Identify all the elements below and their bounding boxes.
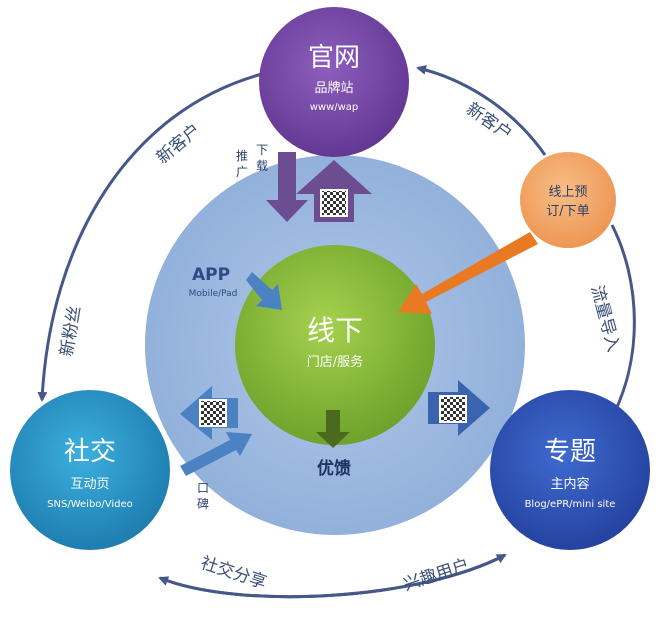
coupon-arrow xyxy=(316,410,350,448)
social-detail: SNS/Weibo/Video xyxy=(47,499,133,510)
app-subtitle: Mobile/Pad xyxy=(189,289,238,299)
app-title: APP xyxy=(192,265,230,285)
promo-label-1: 推 xyxy=(236,149,248,163)
online-order-line1: 线上预 xyxy=(548,185,587,200)
official-site-title: 官网 xyxy=(308,43,360,73)
offline-subtitle: 门店/服务 xyxy=(307,354,363,370)
official-site-subtitle: 品牌站 xyxy=(314,80,353,96)
cycle-label-bottom-right: 兴趣用户 xyxy=(401,555,472,595)
online-order-node xyxy=(520,152,616,248)
word-of-mouth-label-2: 碑 xyxy=(197,496,209,511)
coupon-label: 优馈 xyxy=(317,458,351,479)
word-of-mouth-label-1: 口 xyxy=(197,481,209,495)
official-site-node xyxy=(259,7,409,157)
download-label-2: 载 xyxy=(256,159,268,173)
cycle-label-left: 新粉丝 xyxy=(57,304,86,358)
cycle-arrows xyxy=(37,64,636,599)
cycle-label-top-right: 新客户 xyxy=(462,99,515,145)
promo-label-2: 广 xyxy=(236,165,248,179)
online-order-line2: 订/下单 xyxy=(546,204,589,219)
topic-title: 专题 xyxy=(544,437,596,467)
cycle-label-right: 流量导入 xyxy=(586,283,623,354)
offline-node xyxy=(235,245,435,445)
qr-code-icon xyxy=(320,189,348,217)
order-arrow xyxy=(398,232,538,314)
official-site-detail: www/wap xyxy=(310,102,359,113)
app-arrow xyxy=(246,272,282,310)
qr-code-icon xyxy=(199,399,227,427)
topic-subtitle: 主内容 xyxy=(550,476,589,492)
promo-arrow xyxy=(266,152,308,222)
offline-title: 线下 xyxy=(307,314,363,347)
topic-node xyxy=(490,390,650,550)
cycle-label-bottom-left: 社交分享 xyxy=(198,553,269,593)
topic-detail: Blog/ePR/mini site xyxy=(525,499,616,510)
download-label-1: 下 xyxy=(256,143,268,157)
word-of-mouth-arrow xyxy=(180,432,252,476)
social-title: 社交 xyxy=(64,437,116,467)
social-subtitle: 互动页 xyxy=(70,477,109,492)
social-node xyxy=(10,390,170,550)
qr-code-icon xyxy=(439,395,467,423)
